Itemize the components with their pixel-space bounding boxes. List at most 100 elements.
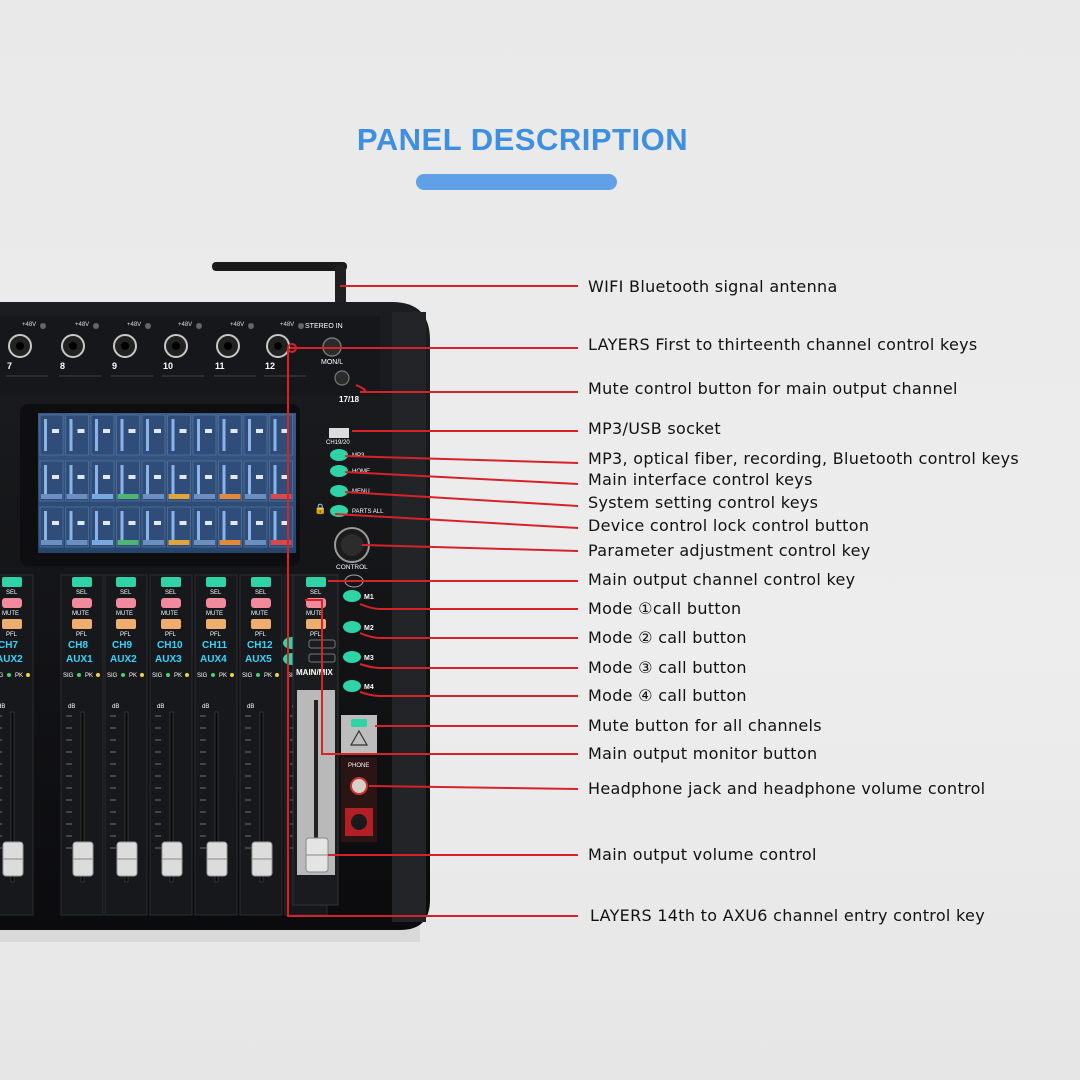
leader-line <box>334 513 579 529</box>
pk-label: PK <box>85 673 93 679</box>
mute-label: MUTE <box>72 611 89 617</box>
sel-button[interactable] <box>161 577 181 587</box>
main-sel-label: SEL <box>310 590 322 596</box>
db-label: dB <box>68 704 75 710</box>
callout-label: System setting control keys <box>588 493 819 512</box>
antenna <box>212 262 347 271</box>
pfl-button[interactable] <box>72 619 92 629</box>
channel-number: 9 <box>112 361 117 371</box>
sel-button[interactable] <box>72 577 92 587</box>
phantom-label: +48V <box>22 322 36 328</box>
sel-button[interactable] <box>116 577 136 587</box>
mode-key[interactable] <box>343 680 361 692</box>
mute-label: MUTE <box>251 611 268 617</box>
leader-line <box>305 599 578 755</box>
aux-name: AUX2 <box>0 654 23 665</box>
sel-label: SEL <box>76 590 88 596</box>
mode-key-label: M3 <box>364 655 374 662</box>
channel-number: 10 <box>163 361 173 371</box>
aux-name: AUX1 <box>66 654 93 665</box>
side-key[interactable] <box>330 465 348 477</box>
sel-label: SEL <box>255 590 267 596</box>
channel-number: 12 <box>265 361 275 371</box>
mute-button[interactable] <box>251 598 271 608</box>
leader-line <box>344 491 579 507</box>
callout-label: Mode ①call button <box>588 599 742 618</box>
pfl-button[interactable] <box>206 619 226 629</box>
phantom-label: +48V <box>127 322 141 328</box>
callout-label: Main output channel control key <box>588 570 856 589</box>
pk-label: PK <box>264 673 272 679</box>
mute-label: MUTE <box>161 611 178 617</box>
sel-label: SEL <box>165 590 177 596</box>
mute-button[interactable] <box>206 598 226 608</box>
channel-name: CH12 <box>247 640 273 651</box>
db-label: dB <box>157 704 164 710</box>
mute-button[interactable] <box>116 598 136 608</box>
sel-button[interactable] <box>2 577 22 587</box>
leader-line <box>355 384 578 393</box>
leader-line <box>368 785 579 790</box>
db-label: dB <box>112 704 119 710</box>
lock-icon: 🔒 <box>314 503 326 515</box>
ch-1718-label: 17/18 <box>339 395 360 404</box>
page-title: PANEL DESCRIPTION <box>356 122 689 157</box>
leader-line <box>359 691 578 697</box>
headphone-volume-knob[interactable] <box>350 777 368 795</box>
main-sel-button[interactable] <box>306 577 326 587</box>
pk-label: PK <box>174 673 182 679</box>
sel-button[interactable] <box>206 577 226 587</box>
pk-label: PK <box>219 673 227 679</box>
headphone-jack[interactable] <box>351 814 367 830</box>
channel-number: 7 <box>7 361 12 371</box>
mute-button[interactable] <box>72 598 92 608</box>
mode-key[interactable] <box>343 590 361 602</box>
sig-label: SIG <box>242 673 253 679</box>
channel-name: CH8 <box>68 640 88 651</box>
main-mix-label: MAIN/MIX <box>296 668 334 677</box>
mode-key[interactable] <box>343 621 361 633</box>
mute-button[interactable] <box>2 598 22 608</box>
sig-label: SIG <box>63 673 74 679</box>
phantom-label: +48V <box>230 322 244 328</box>
pfl-button[interactable] <box>2 619 22 629</box>
pfl-label: PFL <box>6 632 18 638</box>
pfl-label: PFL <box>255 632 267 638</box>
sel-button[interactable] <box>251 577 271 587</box>
pfl-label: PFL <box>120 632 132 638</box>
sig-label: SIG <box>152 673 163 679</box>
mute-button[interactable] <box>161 598 181 608</box>
leader-line <box>287 348 578 917</box>
callout-label: WIFI Bluetooth signal antenna <box>588 277 838 296</box>
pfl-button[interactable] <box>161 619 181 629</box>
leader-line <box>359 603 578 610</box>
callout-label: Main output monitor button <box>588 744 818 763</box>
usb-socket[interactable] <box>329 428 349 438</box>
pfl-label: PFL <box>76 632 88 638</box>
side-key[interactable] <box>330 485 348 497</box>
sig-label: SIG <box>287 673 298 679</box>
channel-name: CH11 <box>202 640 227 651</box>
leader-line <box>344 455 579 464</box>
pk-label: PK <box>15 673 23 679</box>
side-key[interactable] <box>330 449 348 461</box>
mode-key[interactable] <box>343 651 361 663</box>
pfl-button[interactable] <box>116 619 136 629</box>
callout-label: Main output volume control <box>588 845 817 864</box>
db-label: dB <box>247 704 254 710</box>
phantom-label: +48V <box>75 322 89 328</box>
pfl-label: PFL <box>165 632 177 638</box>
aux-name: AUX4 <box>200 654 227 665</box>
mute-label: MUTE <box>2 611 19 617</box>
callout-label: Mode ③ call button <box>588 658 747 677</box>
channel-number: 8 <box>60 361 65 371</box>
callout-label: MP3/USB socket <box>588 419 721 438</box>
mode-key-label: M1 <box>364 594 374 601</box>
all-mute-button[interactable] <box>351 719 367 727</box>
pfl-button[interactable] <box>251 619 271 629</box>
callout-label: Mute button for all channels <box>588 716 822 735</box>
callout-label: Mode ② call button <box>588 628 747 647</box>
callout-label: LAYERS 14th to AXU6 channel entry contro… <box>590 906 985 925</box>
control-label: CONTROL <box>336 564 368 571</box>
